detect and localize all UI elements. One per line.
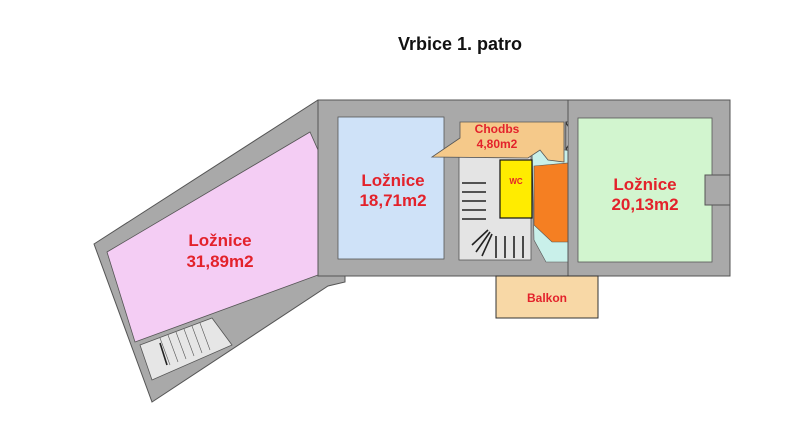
- room-loznice-18: [337, 116, 445, 260]
- label-chodba-area: 4,80m2: [477, 137, 518, 151]
- room-chodba: [430, 121, 565, 163]
- room-loznice-20: [577, 117, 713, 263]
- label-loznice-18-area: 18,71m2: [359, 191, 426, 210]
- label-wc: WC: [509, 177, 523, 186]
- label-loznice-20-area: 20,13m2: [611, 195, 678, 214]
- wall-pillar: [704, 174, 731, 206]
- label-loznice-20-name: Ložnice: [613, 175, 676, 194]
- plan-title: Vrbice 1. patro: [397, 34, 523, 54]
- label-loznice-18-name: Ložnice: [361, 171, 424, 190]
- room-bathroom: [533, 162, 569, 243]
- room-wc: [499, 159, 533, 219]
- label-chodba-name: Chodbs: [475, 122, 520, 136]
- label-balkon: Balkon: [527, 291, 567, 305]
- stairwell-steps: [462, 182, 524, 258]
- label-loznice-31-name: Ložnice: [188, 231, 251, 250]
- stair-mark: [159, 342, 168, 366]
- stairs-left-lines: [159, 322, 211, 366]
- stairs-left: [139, 317, 233, 381]
- label-loznice-31-area: 31,89m2: [186, 252, 253, 271]
- room-balkon: [495, 275, 599, 319]
